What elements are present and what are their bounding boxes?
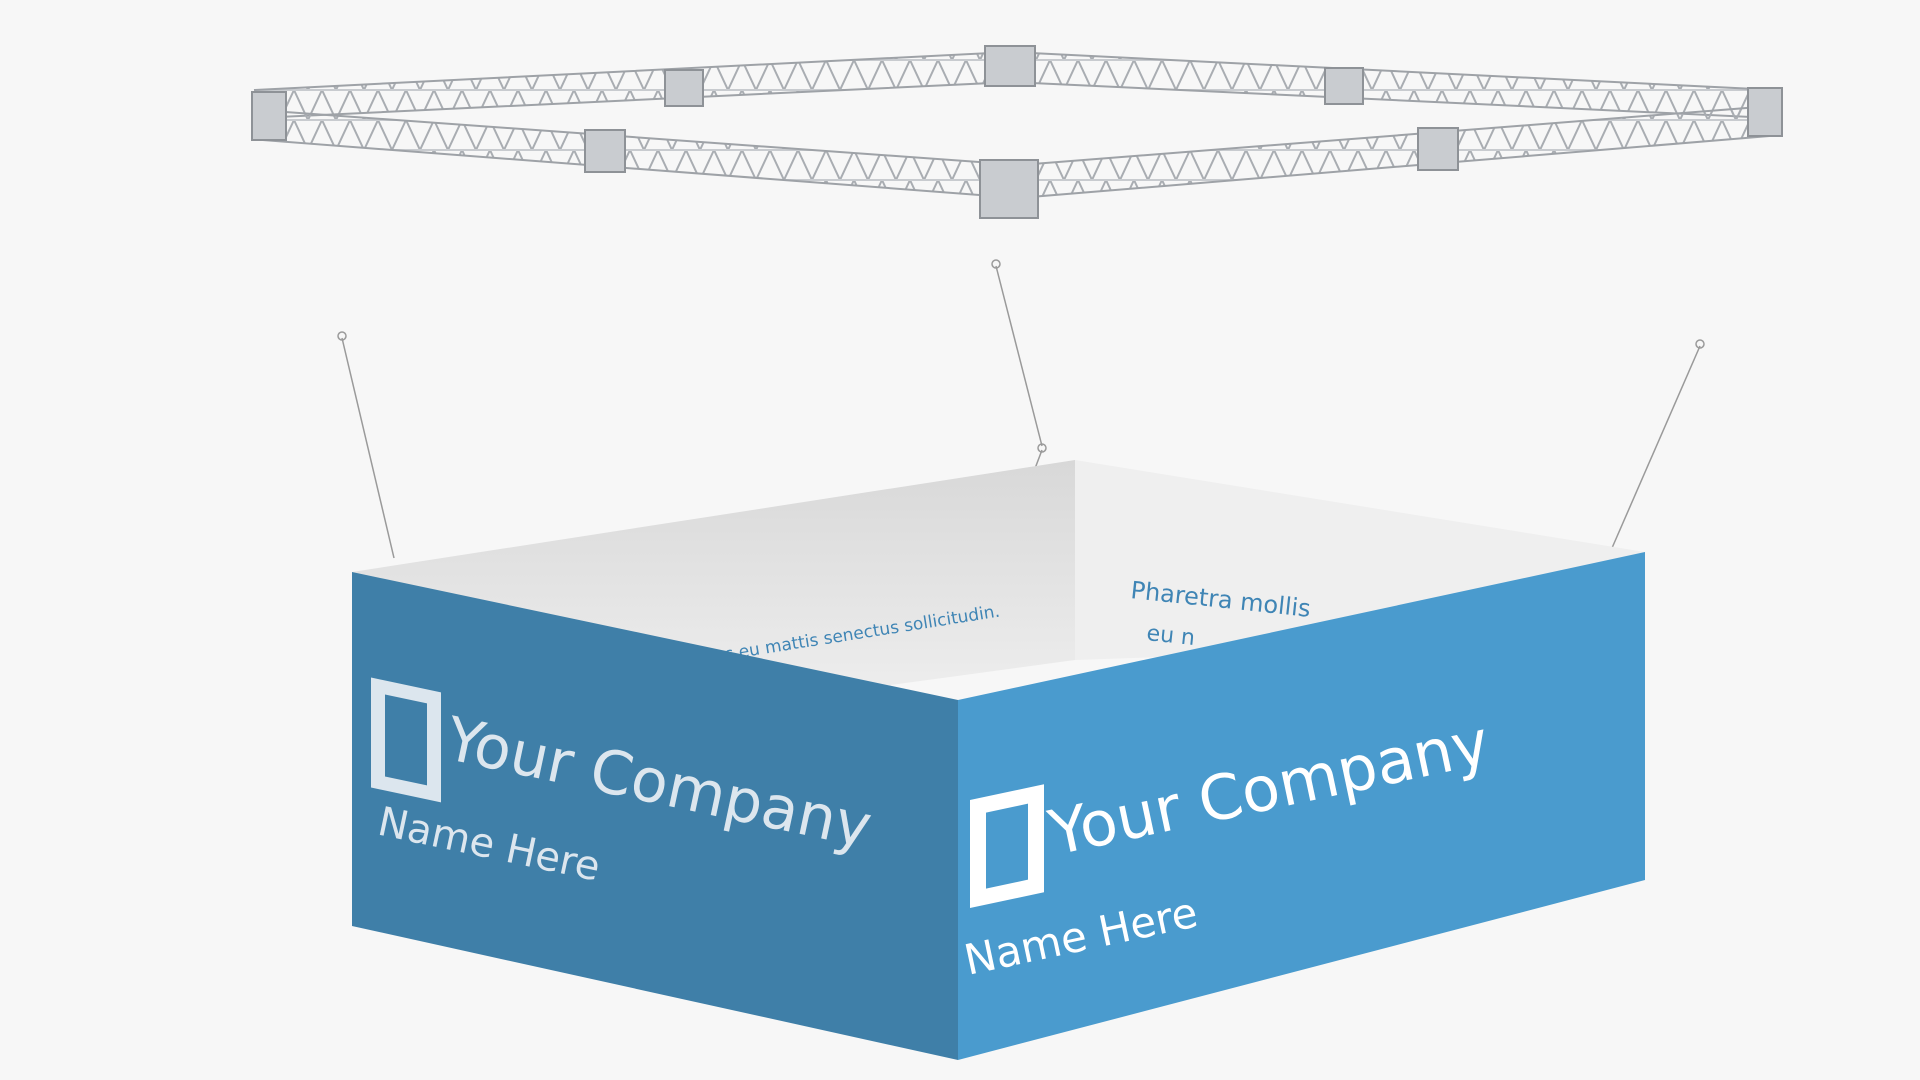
cable-eye-center — [991, 259, 1001, 269]
banner-left-panel — [352, 572, 958, 1060]
truss-segment-front-left — [256, 108, 1022, 200]
truss-segment-front-right — [1016, 104, 1774, 200]
truss-corner-front — [979, 159, 1039, 219]
cable-eye-right — [1695, 339, 1705, 349]
left-panel-logo — [371, 677, 441, 803]
truss-connector-4 — [1417, 127, 1459, 171]
front-panel-logo — [970, 784, 1044, 908]
square-logo-icon — [970, 784, 1044, 908]
truss-corner-left — [251, 91, 287, 141]
truss-corner-back — [984, 45, 1036, 87]
square-logo-icon — [371, 677, 441, 803]
cable-eye-front — [1037, 443, 1047, 453]
inner-right-text-2: eu n — [1145, 621, 1196, 651]
banner-front-panel — [958, 552, 1645, 1060]
truss-connector-3 — [584, 129, 626, 173]
truss-corner-right — [1747, 87, 1783, 137]
cable-center — [995, 265, 1043, 447]
cable-eye-left — [337, 331, 347, 341]
hanging-banner: c eu mattis senectus sollicitudin. Phare… — [352, 460, 1645, 1060]
truss-segment-back-left — [253, 50, 1014, 120]
truss-connector-1 — [664, 69, 704, 107]
cable-left — [341, 337, 395, 559]
truss-frame — [251, 45, 1783, 219]
truss-connector-2 — [1324, 67, 1364, 105]
cable-right — [1611, 345, 1701, 549]
truss-segment-back-right — [1008, 50, 1777, 120]
